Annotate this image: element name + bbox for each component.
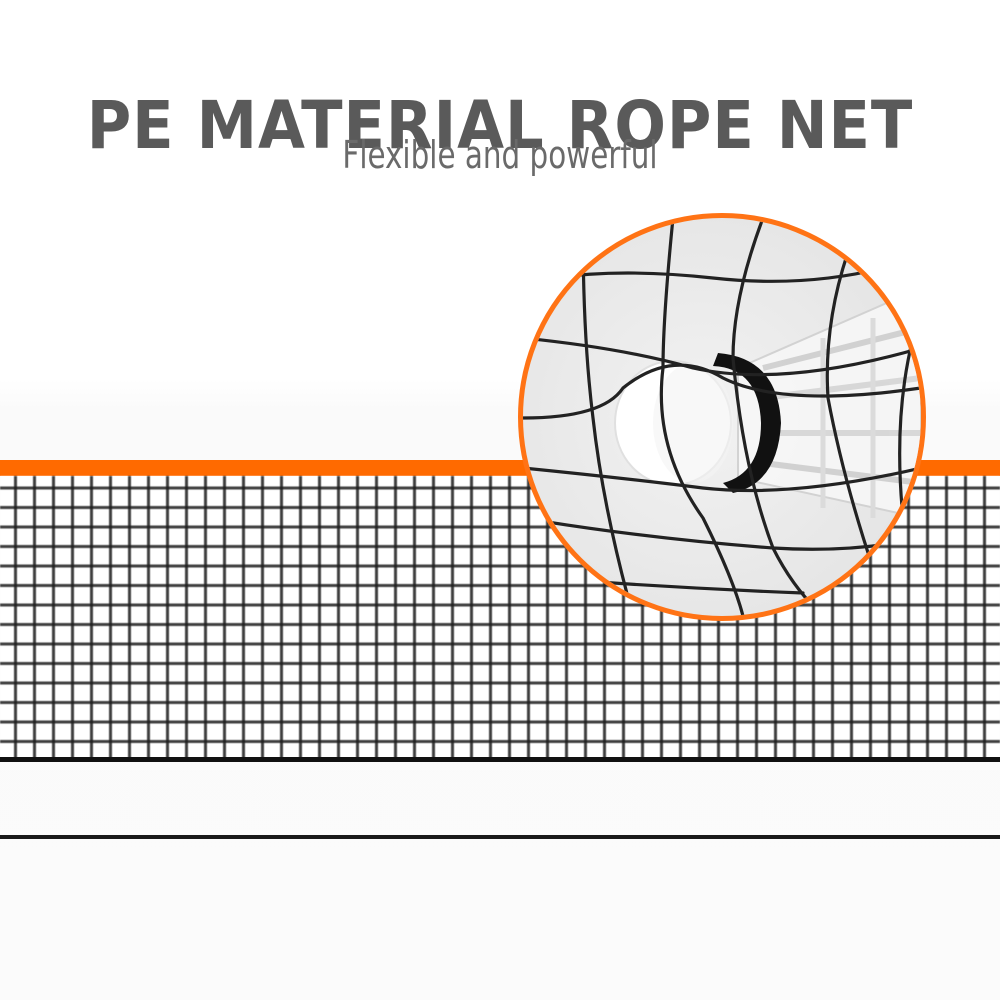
- shuttlecock-icon: [523, 218, 921, 616]
- page-title: PE MATERIAL ROPE NET: [86, 87, 914, 165]
- net-bottom-cord: [0, 757, 1000, 762]
- net-ropes: [523, 218, 921, 616]
- page-subtitle: Flexible and powerful: [342, 133, 658, 177]
- net-ground-line: [0, 835, 1000, 839]
- magnified-detail-circle: [518, 213, 926, 621]
